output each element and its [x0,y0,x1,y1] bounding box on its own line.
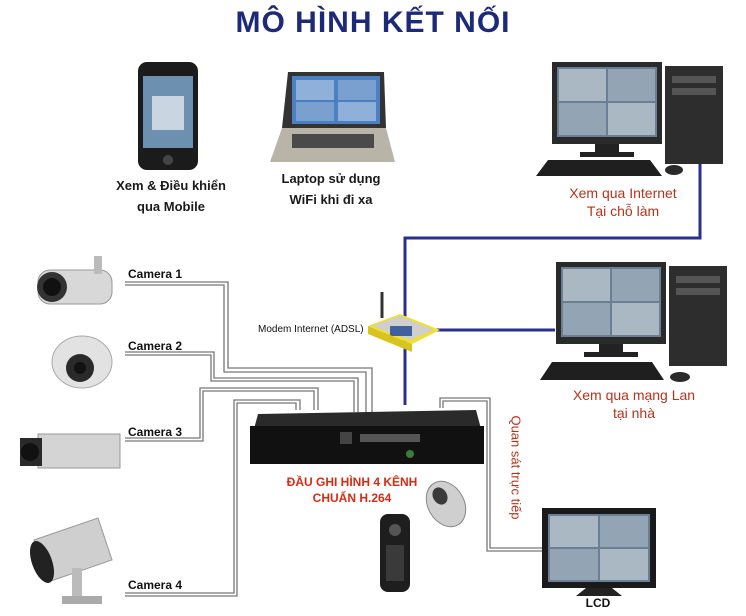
mobile-label-line1: Xem & Điều khiển [116,178,226,193]
direct-view-label: Quan sát trực tiếp [508,415,524,520]
page-title: MÔ HÌNH KẾT NỐI [235,6,511,39]
dvr-icon [250,410,484,464]
mobile-label-line2: qua Mobile [137,199,205,214]
remote-control-icon [380,514,410,592]
camera-cables [125,281,545,597]
pc-office-label: Xem qua Internet Tại chỗ làm [548,184,698,220]
pc-home-label: Xem qua mạng Lan tại nhà [554,386,714,422]
pc-home-label-line2: tại nhà [612,405,656,421]
pc-office-label-line2: Tại chỗ làm [586,203,660,219]
dvr-label-line1: ĐẦU GHI HÌNH 4 KÊNH [286,475,418,489]
mobile-label: Xem & Điều khiển qua Mobile [98,175,244,217]
pc-office-label-line1: Xem qua Internet [569,185,677,201]
network-lines [403,163,702,405]
camera-4-label: Camera 4 [128,578,183,592]
camera-4-icon [29,517,113,604]
pc-home-label-line1: Xem qua mạng Lan [572,387,696,403]
camera-3-icon [20,433,121,469]
lcd-label: LCD [585,596,611,610]
dvr-label: ĐẦU GHI HÌNH 4 KÊNH CHUẨN H.264 [252,474,452,506]
laptop-label-line1: Laptop sử dụng [281,171,381,186]
pc-home-icon [540,262,727,382]
lcd-monitor-icon [542,508,656,596]
mouse-icon [425,480,467,528]
camera-3-label: Camera 3 [128,425,183,439]
pc-office-icon [536,62,723,176]
laptop-icon [270,72,395,162]
modem-icon [368,292,440,352]
laptop-label-line2: WiFi khi đi xa [289,192,373,207]
modem-label: Modem Internet (ADSL) [258,324,364,335]
camera-2-icon [51,335,113,389]
camera-1-label: Camera 1 [128,267,183,281]
mobile-phone-icon [138,62,198,170]
camera-2-label: Camera 2 [128,339,183,353]
laptop-label: Laptop sử dụng WiFi khi đi xa [266,168,396,210]
camera-1-icon [37,256,113,305]
dvr-label-line2: CHUẨN H.264 [312,491,392,505]
